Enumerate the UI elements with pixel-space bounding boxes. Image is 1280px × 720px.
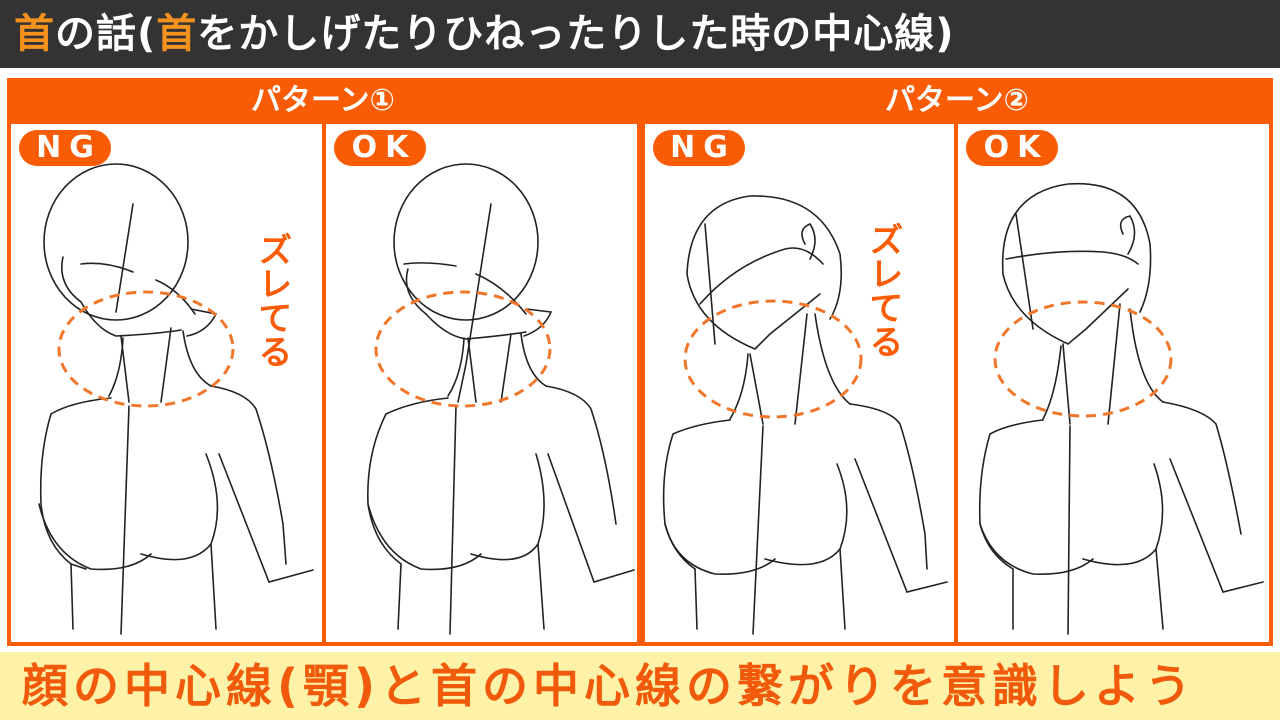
ng-badge: NG [653, 130, 745, 166]
title-text-rest: をかしげたりひねったりした時の中心線) [197, 11, 955, 57]
ok-badge: OK [334, 130, 426, 166]
pattern-2-header: パターン② [885, 83, 1029, 118]
title-bar: 首の話(首をかしげたりひねったりした時の中心線) [0, 0, 1280, 68]
dashed-circle-highlight [374, 290, 552, 408]
page-title: 首の話(首をかしげたりひねったりした時の中心線) [14, 6, 955, 62]
figure-drawing-ok-1 [367, 163, 635, 635]
footer-message: 顔の中心線(顎)と首の中心線の繋がりを意識しよう [22, 659, 1197, 713]
ng-badge: NG [19, 130, 111, 166]
dashed-circle-highlight [683, 299, 863, 419]
pattern-1-header: パターン① [251, 83, 395, 118]
pattern-1-ng-cell: NG ズレてる [11, 124, 322, 642]
figure-drawing-ok-2 [978, 182, 1264, 635]
pattern-2-ok-cell: OK [958, 124, 1269, 642]
misaligned-annotation: ズレてる [252, 232, 292, 368]
title-text: の話( [55, 11, 157, 57]
title-highlight-neck: 首 [14, 11, 55, 57]
misaligned-annotation: ズレてる [863, 222, 903, 358]
dashed-circle-highlight [57, 290, 235, 408]
figure-drawing-ng-2 [662, 195, 948, 635]
pattern-1-ok-cell: OK [326, 124, 637, 642]
title-highlight-neck-2: 首 [156, 11, 198, 57]
ok-badge: OK [966, 130, 1058, 166]
footer-banner: 顔の中心線(顎)と首の中心線の繋がりを意識しよう [0, 652, 1280, 720]
pattern-2-ng-cell: NG ズレてる [645, 124, 954, 642]
comparison-panel: パターン① パターン② NG ズレてる OK [7, 78, 1273, 646]
dashed-circle-highlight [993, 300, 1173, 418]
